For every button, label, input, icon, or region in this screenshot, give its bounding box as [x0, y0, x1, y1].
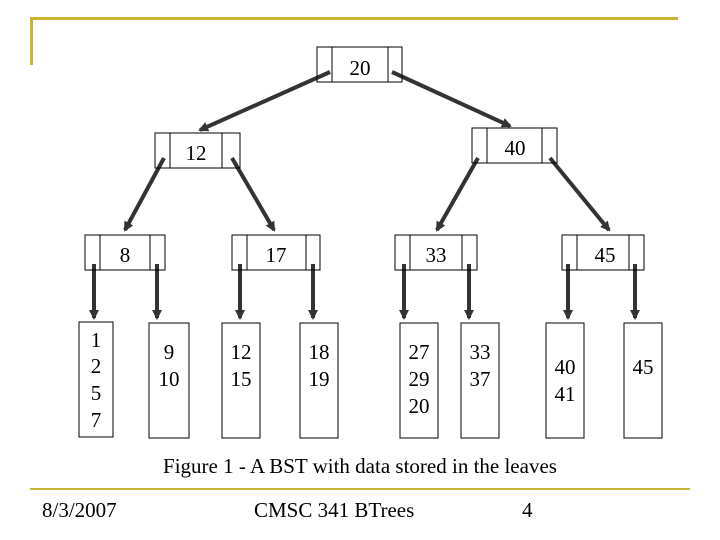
leaf-5: 27 29 20 [399, 322, 439, 439]
slide-frame-left-rule [30, 17, 33, 65]
internal-node-40 [471, 127, 558, 164]
leaf-value: 18 [309, 340, 330, 364]
leaf-8: 45 [623, 322, 663, 439]
edge-12-left [123, 157, 166, 232]
edge-12-right [230, 156, 276, 232]
leaf-value: 10 [159, 367, 180, 391]
leaf-value: 41 [555, 382, 576, 406]
tree-edges [89, 70, 640, 320]
leaf-value: 29 [409, 367, 430, 391]
leaf-value: 40 [555, 355, 576, 379]
leaf-value: 9 [164, 340, 175, 364]
footer-date: 8/3/2007 [42, 498, 117, 522]
leaf-value: 1 [91, 328, 102, 352]
node-key: 45 [595, 243, 616, 267]
node-key: 8 [120, 243, 131, 267]
internal-node-17 [231, 234, 321, 271]
edge-root-right [391, 70, 512, 128]
leaf-3: 12 15 [221, 322, 261, 439]
footer-title: CMSC 341 BTrees [254, 498, 415, 522]
leaf-7: 40 41 [545, 322, 585, 439]
node-key: 17 [266, 243, 287, 267]
leaf-value: 19 [309, 367, 330, 391]
leaf-value: 20 [409, 394, 430, 418]
internal-node-12 [154, 132, 241, 169]
leaf-value: 2 [91, 354, 102, 378]
root-node [316, 46, 403, 83]
leaf-value: 12 [231, 340, 252, 364]
leaf-value: 37 [470, 367, 491, 391]
root-key: 20 [350, 56, 371, 80]
leaf-value: 15 [231, 367, 252, 391]
figure-caption: Figure 1 - A BST with data stored in the… [163, 454, 557, 478]
leaf-2: 9 10 [148, 322, 190, 439]
slide-frame-top-rule [30, 17, 678, 20]
node-key: 40 [505, 136, 526, 160]
node-key: 33 [426, 243, 447, 267]
leaf-6: 33 37 [460, 322, 500, 439]
edge-40-left [435, 157, 480, 232]
edge-40-right [548, 156, 611, 232]
internal-node-33 [394, 234, 478, 271]
leaf-1: 1 2 5 7 [78, 321, 114, 438]
leaf-value: 27 [409, 340, 430, 364]
leaf-value: 33 [470, 340, 491, 364]
leaf-value: 45 [633, 355, 654, 379]
internal-node-8 [84, 234, 166, 271]
slide-footer-rule [30, 488, 690, 490]
node-key: 12 [186, 141, 207, 165]
internal-node-45 [561, 234, 645, 271]
leaf-value: 5 [91, 381, 102, 405]
edge-root-left [198, 70, 331, 132]
leaf-value: 7 [91, 408, 102, 432]
footer-page-number: 4 [522, 498, 533, 522]
leaf-4: 18 19 [299, 322, 339, 439]
